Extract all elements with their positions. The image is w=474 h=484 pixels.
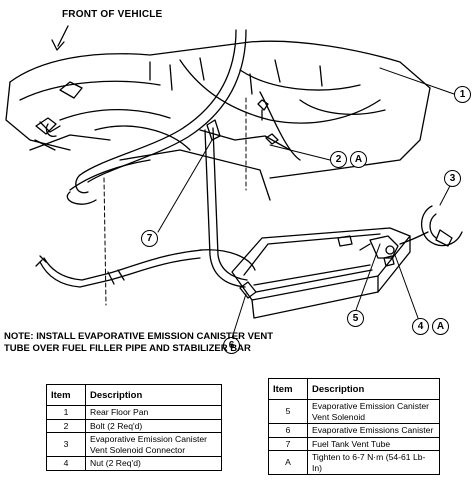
front-of-vehicle-label: FRONT OF VEHICLE [62, 9, 163, 20]
legend-table-left: Item Description 1 Rear Floor Pan 2 Bolt… [46, 384, 222, 471]
filler-pipe [35, 249, 256, 288]
legend-item-number: 6 [268, 423, 308, 438]
legend-item-description: Fuel Tank Vent Tube [307, 436, 440, 451]
bolt-icon [257, 99, 279, 145]
leader-lines [103, 67, 455, 339]
callout-2: 2 [330, 151, 347, 168]
fuel-tank-vent-tube [75, 29, 301, 288]
legend-row: 6 Evaporative Emissions Canister [268, 423, 440, 438]
legend-item-number: 2 [46, 418, 86, 433]
legend-item-description: Bolt (2 Req'd) [85, 418, 222, 433]
callout-4-torque-a: A [432, 318, 449, 335]
rear-floor-pan [5, 40, 431, 205]
legend-row: 1 Rear Floor Pan [46, 405, 222, 420]
legend-item-description: Evaporative Emission Canister Vent Solen… [85, 432, 222, 457]
legend-item-description: Nut (2 Req'd) [85, 456, 222, 471]
callout-6: 6 [223, 337, 240, 354]
item-column-header: Item [46, 384, 86, 406]
front-arrow-icon [51, 25, 69, 51]
solenoid-connector [399, 205, 463, 247]
description-column-header: Description [307, 378, 440, 400]
evap-canister [231, 227, 411, 319]
item-column-header: Item [268, 378, 308, 400]
callout-7: 7 [141, 230, 158, 247]
callout-5: 5 [347, 310, 364, 327]
description-column-header: Description [85, 384, 222, 406]
callout-2-torque-a: A [350, 151, 367, 168]
callout-4: 4 [412, 318, 429, 335]
legend-row: 4 Nut (2 Req'd) [46, 456, 222, 471]
legend-item-number: 5 [268, 399, 308, 424]
legend-item-number: A [268, 450, 308, 475]
legend-item-description: Tighten to 6-7 N·m (54-61 Lb-In) [307, 450, 440, 475]
legend-row: A Tighten to 6-7 N·m (54-61 Lb-In) [268, 450, 440, 475]
install-note: NOTE: INSTALL EVAPORATIVE EMISSION CANIS… [4, 331, 274, 354]
callout-1: 1 [454, 86, 471, 103]
nut-icon [383, 255, 395, 267]
legend-item-number: 1 [46, 405, 86, 420]
legend-item-description: Evaporative Emissions Canister [307, 423, 440, 438]
clip-icon [45, 123, 57, 137]
legend-item-number: 4 [46, 456, 86, 471]
legend-item-number: 3 [46, 432, 86, 457]
vent-solenoid [359, 235, 399, 259]
legend-item-number: 7 [268, 436, 308, 451]
legend-row: 3 Evaporative Emission Canister Vent Sol… [46, 432, 222, 457]
legend-row: 5 Evaporative Emission Canister Vent Sol… [268, 399, 440, 424]
legend-item-description: Evaporative Emission Canister Vent Solen… [307, 399, 440, 424]
callout-3: 3 [444, 170, 461, 187]
legend-row: 7 Fuel Tank Vent Tube [268, 436, 440, 451]
legend-row: 2 Bolt (2 Req'd) [46, 418, 222, 433]
legend-item-description: Rear Floor Pan [85, 405, 222, 420]
legend-table-right: Item Description 5 Evaporative Emission … [268, 378, 440, 475]
